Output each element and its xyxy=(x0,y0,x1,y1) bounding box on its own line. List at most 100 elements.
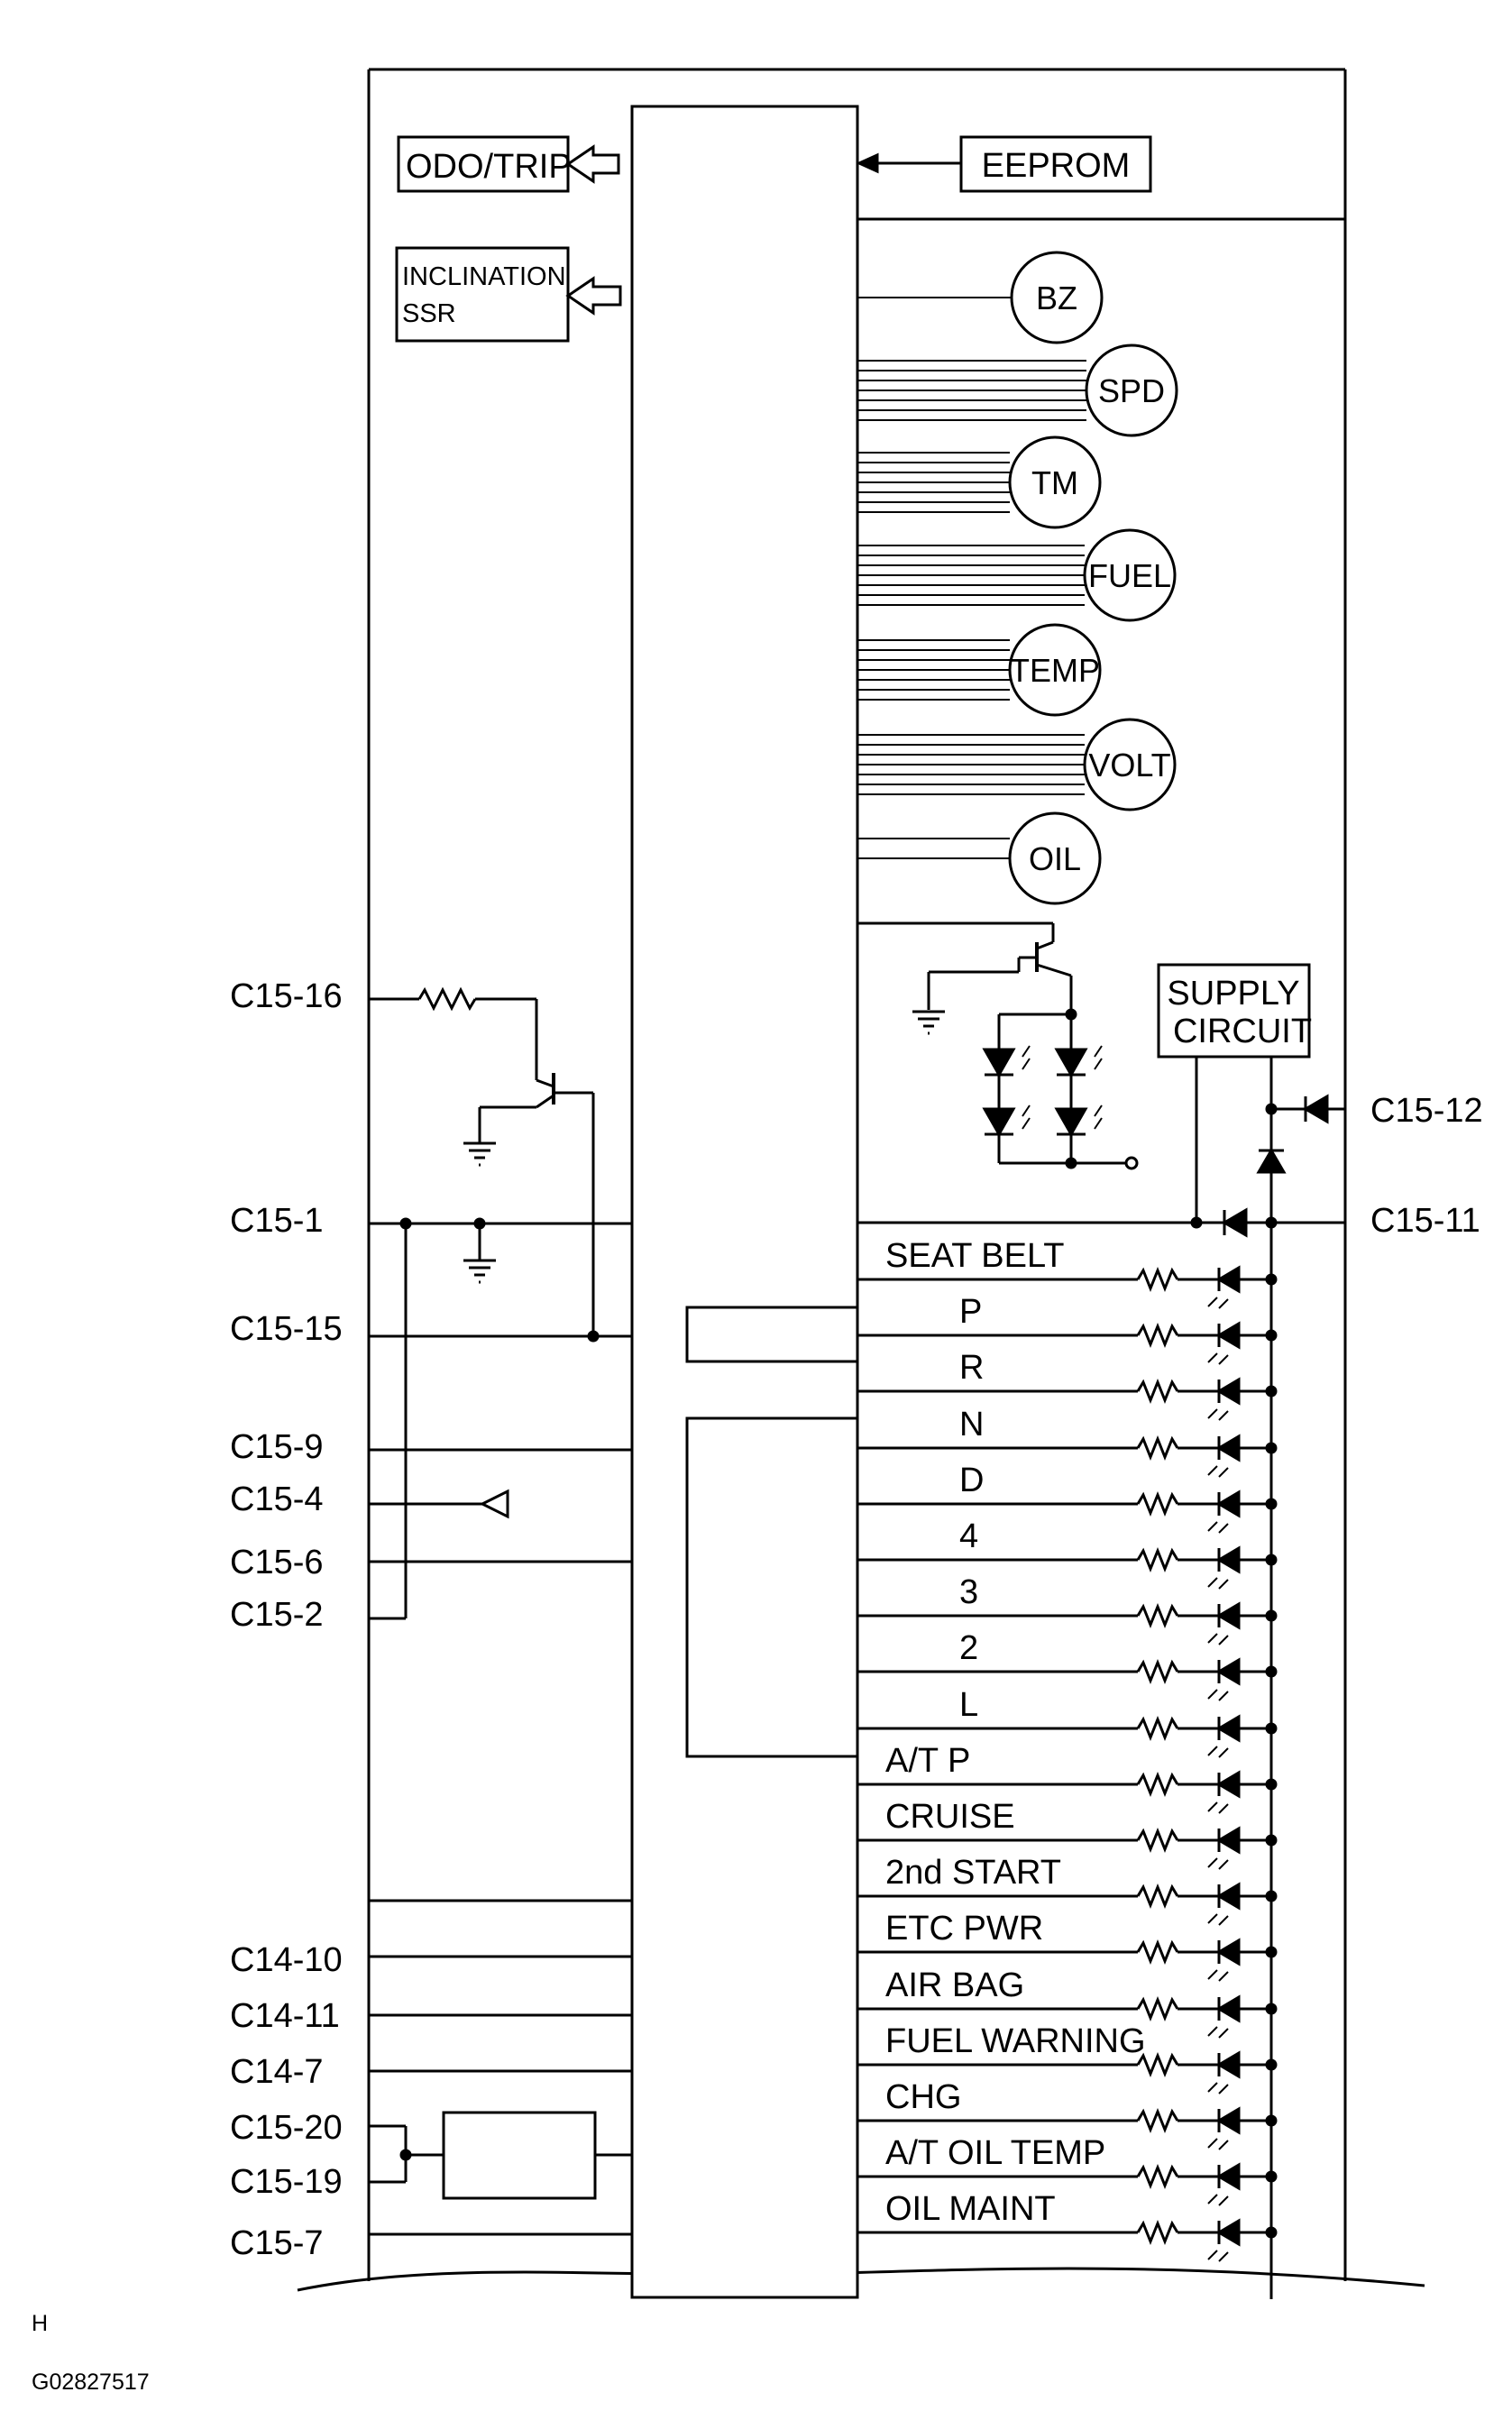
indicator-label: SEAT BELT xyxy=(885,1237,1065,1275)
led-light-arrows xyxy=(1207,1577,1229,1590)
illumination-driver xyxy=(857,921,1139,1170)
connector-c15-20: C15-20 xyxy=(230,2109,343,2147)
led-light-arrows xyxy=(1207,1408,1229,1421)
connector-c14-10: C14-10 xyxy=(230,1941,343,1979)
gauge-label-tm: TM xyxy=(1031,464,1078,501)
led-light-arrows xyxy=(1207,1465,1229,1478)
indicator-label: ETC PWR xyxy=(885,1910,1043,1948)
connector-c15-19: C15-19 xyxy=(230,2163,343,2201)
indicator-row: AIR BAG xyxy=(857,1966,1278,2039)
indicator-resistor xyxy=(1136,1546,1179,1573)
indicator-row: CHG xyxy=(857,2078,1278,2150)
indicator-label: 3 xyxy=(959,1573,978,1611)
supply-label: SUPPLY xyxy=(1167,975,1299,1013)
connector-c15-6: C15-6 xyxy=(230,1544,324,1581)
speedometer-gauge: SPD xyxy=(1085,344,1178,437)
inclination-ssr-block: INCLINATION SSR xyxy=(395,246,622,343)
right-connector-labels: C15-12 C15-11 xyxy=(1370,1092,1483,1240)
odo-trip-block: ODO/TRIP xyxy=(397,135,620,193)
indicator-row: 3 xyxy=(857,1573,1278,1645)
ground-symbol-2 xyxy=(463,1141,496,1167)
gauge-bus-lines xyxy=(857,297,1086,859)
indicator-label: D xyxy=(959,1462,984,1499)
indicator-resistor xyxy=(1136,2051,1179,2078)
indicator-led xyxy=(1216,2218,1241,2247)
indicator-resistor xyxy=(1136,1771,1179,1798)
indicator-label: 4 xyxy=(959,1517,978,1555)
led-light-arrows xyxy=(1207,1689,1229,1701)
led-light-arrows xyxy=(1207,1857,1229,1870)
junction-dot xyxy=(1265,1442,1278,1454)
indicator-led xyxy=(1216,1994,1241,2023)
indicator-led xyxy=(1216,1657,1241,1686)
inclination-label: INCLINATION xyxy=(402,262,566,291)
eeprom-label: EEPROM xyxy=(982,147,1131,185)
junction-dot xyxy=(1265,1722,1278,1735)
break-line xyxy=(297,2267,1425,2292)
gauges: BZ SPD TM FUEL TEMP VOLT OIL xyxy=(1008,251,1178,905)
junction-dot xyxy=(1265,1273,1278,1286)
junction-dot xyxy=(1265,1329,1278,1342)
indicator-resistor xyxy=(1136,1827,1179,1854)
connector-c15-11: C15-11 xyxy=(1370,1202,1480,1240)
indicator-label: A/T OIL TEMP xyxy=(885,2134,1105,2172)
indicator-led xyxy=(1216,1714,1241,1743)
indicator-row: A/T P xyxy=(857,1742,1278,1814)
led-light-arrows xyxy=(1207,2138,1229,2150)
led-light-arrows xyxy=(1207,1352,1229,1365)
gauge-label-volt: VOLT xyxy=(1088,747,1170,784)
tachometer-gauge: TM xyxy=(1008,435,1102,529)
indicator-resistor xyxy=(1136,1266,1179,1293)
voltmeter-gauge: VOLT xyxy=(1083,718,1177,811)
c15-20-19-module xyxy=(442,2111,597,2200)
led-light-arrows xyxy=(1207,1913,1229,1926)
led-light-arrows xyxy=(1207,1801,1229,1814)
led-light-arrows xyxy=(1207,1297,1229,1309)
gauge-label-oil: OIL xyxy=(1029,840,1081,877)
indicator-led xyxy=(1216,1938,1241,1966)
indicator-led xyxy=(1216,2162,1241,2191)
indicator-row: L xyxy=(857,1686,1278,1758)
led-light-arrows xyxy=(1207,1521,1229,1534)
indicator-resistor xyxy=(1136,2107,1179,2134)
junction-dot xyxy=(1265,2058,1278,2071)
indicator-label: L xyxy=(959,1686,978,1724)
corner-letter: H xyxy=(32,2311,48,2336)
indicator-resistor xyxy=(1136,1490,1179,1517)
connector-c15-2: C15-2 xyxy=(230,1596,324,1634)
illumination-led-3 xyxy=(1054,1045,1103,1078)
indicator-row: N xyxy=(857,1406,1278,1478)
indicator-led xyxy=(1216,1601,1241,1630)
ground-symbol-3 xyxy=(463,1259,496,1284)
indicator-label: A/T P xyxy=(885,1742,970,1780)
indicator-led xyxy=(1216,1265,1241,1294)
indicator-row: OIL MAINT xyxy=(857,2190,1278,2262)
gauge-label-temp: TEMP xyxy=(1010,652,1100,689)
indicator-resistor xyxy=(1136,1322,1179,1349)
junction-dot xyxy=(1265,1778,1278,1791)
indicator-led xyxy=(1216,1882,1241,1911)
circuit-label: CIRCUIT xyxy=(1173,1013,1312,1050)
ground-symbol-1 xyxy=(912,1010,945,1035)
indicator-label: AIR BAG xyxy=(885,1966,1024,2004)
indicator-led xyxy=(1216,1770,1241,1799)
indicator-row: ETC PWR xyxy=(857,1910,1278,1982)
indicator-row: 2 xyxy=(857,1629,1278,1701)
indicator-label: R xyxy=(959,1349,984,1387)
gauge-label-bz: BZ xyxy=(1036,280,1077,316)
junction-dot xyxy=(1265,1665,1278,1678)
junction-dot xyxy=(1265,1498,1278,1510)
figure-id: G02827517 xyxy=(32,2369,150,2395)
fuel-gauge: FUEL xyxy=(1083,528,1177,622)
left-connector-labels: C15-16 C15-1 C15-15 C15-9 C15-4 C15-6 C1… xyxy=(230,977,343,2262)
connector-c15-4: C15-4 xyxy=(230,1480,324,1518)
resistor-c15-16 xyxy=(417,986,477,1012)
odo-trip-label: ODO/TRIP xyxy=(406,148,572,186)
led-light-arrows xyxy=(1207,1969,1229,1982)
led-light-arrows xyxy=(1207,2026,1229,2039)
indicator-label: N xyxy=(959,1406,984,1444)
indicator-resistor xyxy=(1136,1602,1179,1629)
connector-c14-11: C14-11 xyxy=(230,1997,340,2035)
indicator-resistor xyxy=(1136,2163,1179,2190)
